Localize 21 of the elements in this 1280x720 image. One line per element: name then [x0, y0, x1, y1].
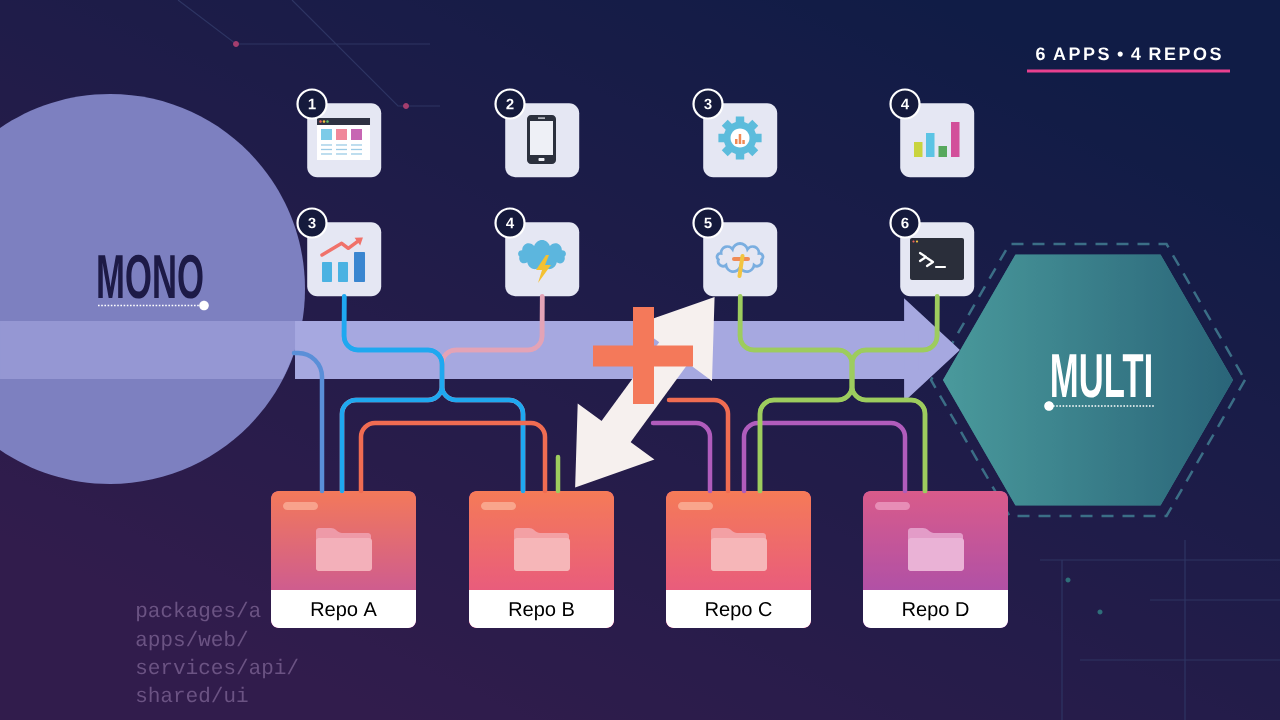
label: MONO: [98, 254, 203, 299]
number-badge: 4: [889, 88, 921, 120]
connector-line: [291, 350, 325, 494]
number-badge: 2: [494, 88, 526, 120]
connector-line: [650, 420, 713, 494]
number-badge: 1: [296, 88, 328, 120]
connector-line: [358, 420, 548, 494]
number-badge: 3: [692, 88, 724, 120]
number-badge: 4: [494, 207, 526, 239]
code-line: services/api/: [136, 658, 298, 679]
connector-line: [849, 294, 940, 494]
connector-line: [555, 454, 561, 494]
title: 6 APPS • 4 REPOS: [1036, 47, 1221, 61]
label: MULTI: [1052, 354, 1151, 398]
number-badge: 3: [296, 207, 328, 239]
connector-line: [741, 420, 908, 494]
number-badge: 5: [692, 207, 724, 239]
code-line: apps/web/: [136, 630, 248, 651]
code-line: shared/ui: [136, 686, 248, 703]
number-badge: 6: [889, 207, 921, 239]
connector-line: [666, 397, 731, 494]
